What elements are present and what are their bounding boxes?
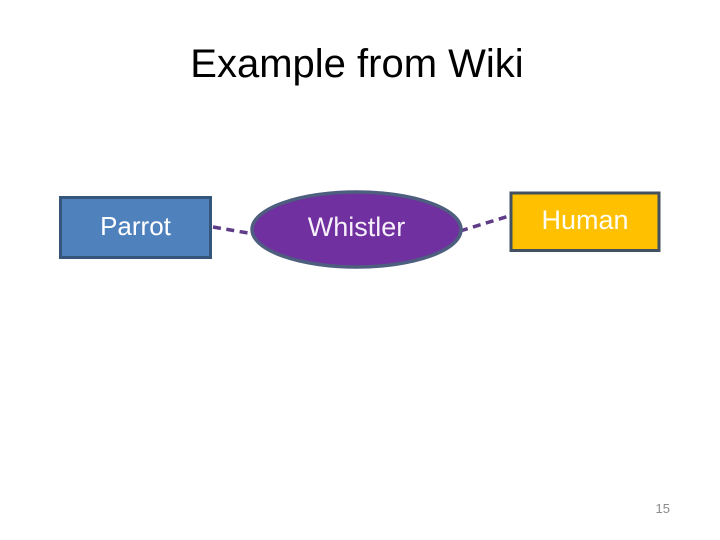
page-number: 15 [655, 501, 670, 516]
node-whistler-shape[interactable] [250, 190, 463, 269]
node-human-shape[interactable] [509, 191, 661, 252]
connector-parrot-whistler[interactable] [212, 225, 255, 236]
connector-whistler-human[interactable] [459, 214, 510, 233]
slide-title: Example from Wiki [190, 42, 524, 86]
node-parrot-shape[interactable] [59, 196, 212, 259]
